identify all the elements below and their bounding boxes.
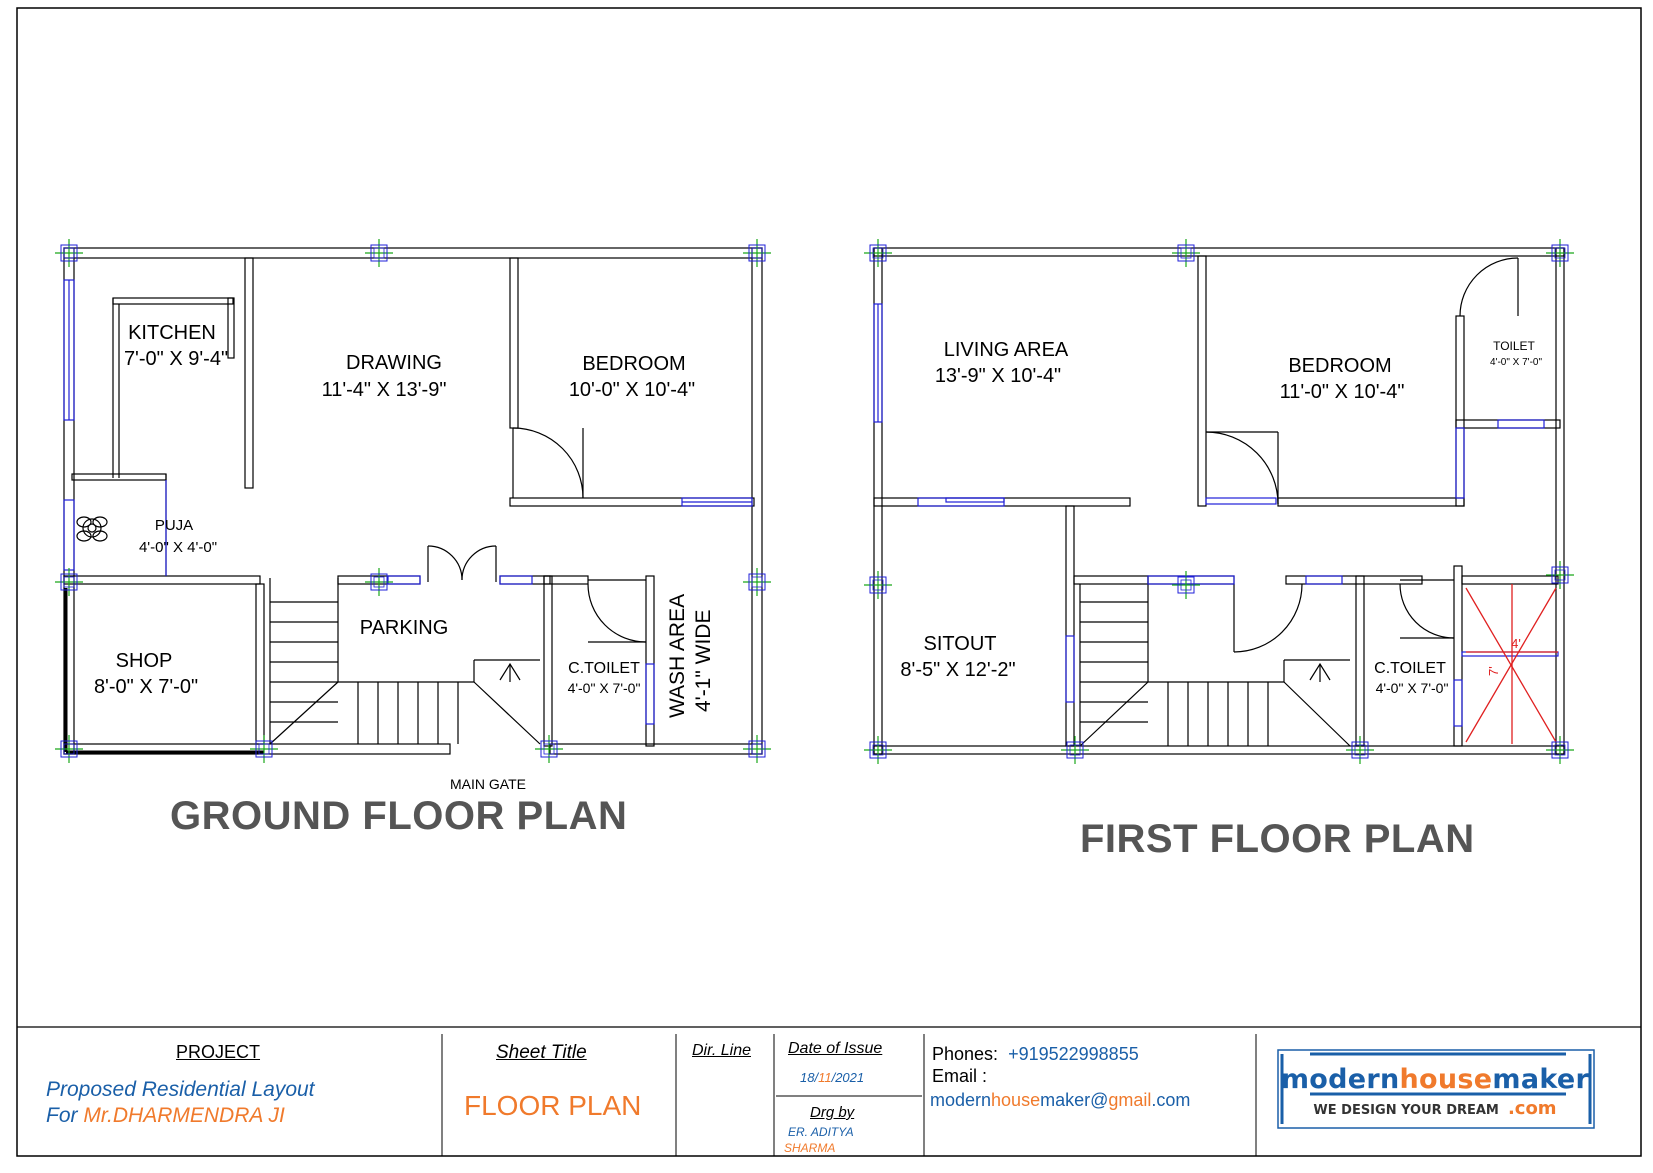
logo-part-2: house: [1399, 1064, 1493, 1095]
gf-puja-name: PUJA: [155, 517, 193, 534]
first-floor-cutout: [1465, 584, 1558, 744]
phones-row: Phones: +919522998855: [932, 1044, 1139, 1065]
dir-line-label: Dir. Line: [692, 1042, 751, 1059]
email-part-5: .com: [1151, 1090, 1191, 1110]
logo-tagline-row: WE DESIGN YOUR DREAM .com: [1275, 1098, 1595, 1119]
email-part-2: house: [991, 1090, 1041, 1110]
gf-main-gate: MAIN GATE: [450, 776, 526, 792]
gf-wash-name: WASH AREA: [666, 594, 689, 718]
sheet-border: [16, 7, 1642, 1157]
logo-tagline: WE DESIGN YOUR DREAM: [1313, 1103, 1499, 1118]
gf-bedroom-name: BEDROOM: [582, 353, 685, 375]
ff-sitout-size: 8'-5" X 12'-2": [900, 659, 1015, 681]
sheet-title-value: FLOOR PLAN: [464, 1090, 642, 1121]
gf-shop-size: 8'-0" X 7'-0": [94, 676, 198, 698]
gf-wash-size: 4'-1" WIDE: [692, 610, 715, 712]
ff-toilet-name: TOILET: [1493, 339, 1535, 353]
drg-by-name-part-1: ER. ADITYA: [788, 1125, 854, 1139]
logo-suffix: .com: [1507, 1098, 1557, 1119]
drg-by-label: Drg by: [810, 1104, 855, 1121]
gf-ctoilet-name: C.TOILET: [568, 660, 640, 677]
gf-ctoilet-size: 4'-0" X 7'-0": [568, 680, 641, 696]
gf-kitchen-name: KITCHEN: [128, 322, 216, 344]
logo-wordmark: modernhousemaker: [1275, 1064, 1595, 1095]
first-floor-plan: [873, 247, 1565, 755]
email-part-4: gmail: [1108, 1090, 1152, 1110]
first-floor-labels: LIVING AREA 13'-9" X 10'-4" BEDROOM 11'-…: [900, 339, 1542, 696]
sheet-title-label: Sheet Title: [496, 1042, 587, 1063]
ground-floor-labels: KITCHEN 7'-0" X 9'-4" DRAWING 11'-4" X 1…: [94, 322, 715, 792]
ff-bedroom-size: 11'-0" X 10'-4": [1280, 381, 1405, 403]
gf-drawing-name: DRAWING: [346, 352, 442, 374]
ff-ctoilet-size: 4'-0" X 7'-0": [1376, 680, 1449, 696]
phone-number[interactable]: +919522998855: [1008, 1044, 1139, 1064]
ff-bedroom-name: BEDROOM: [1288, 355, 1391, 377]
date-day: 18/: [800, 1070, 819, 1085]
first-floor-title: FIRST FLOOR PLAN: [1080, 817, 1475, 861]
drg-by-name-2: SHARMA: [784, 1141, 836, 1155]
gf-shop-name: SHOP: [116, 650, 173, 672]
first-floor-windows: [873, 303, 1559, 727]
project-for-prefix: For: [46, 1104, 84, 1127]
ff-sitout-name: SITOUT: [924, 633, 997, 655]
gf-puja-size: 4'-0" X 4'-0": [139, 539, 217, 556]
date-of-issue-value: 18/11/2021: [800, 1070, 864, 1085]
ff-toilet-size: 4'-0" X 7'-0": [1490, 357, 1543, 368]
gf-kitchen-size: 7'-0" X 9'-4": [124, 348, 228, 370]
ground-floor-windows: [63, 279, 753, 725]
gf-bedroom-size: 10'-0" X 10'-4": [569, 379, 695, 401]
ff-cutout-width: 4': [1511, 636, 1521, 651]
email-part-1: modern: [930, 1090, 992, 1110]
ff-living-size: 13'-9" X 10'-4": [935, 365, 1061, 387]
date-month: 11: [818, 1070, 832, 1085]
company-logo: modernhousemaker WE DESIGN YOUR DREAM .c…: [1275, 1048, 1595, 1130]
gf-parking-name: PARKING: [360, 617, 449, 639]
ff-living-name: LIVING AREA: [944, 339, 1069, 361]
phones-label: Phones:: [932, 1044, 999, 1064]
project-client: Mr.DHARMENDRA JI: [83, 1104, 285, 1127]
ground-floor-title: GROUND FLOOR PLAN: [170, 794, 628, 838]
logo-part-3: maker: [1492, 1064, 1590, 1095]
drg-by-name-1: ER. ADITYA: [788, 1125, 854, 1139]
date-of-issue-label: Date of Issue: [788, 1040, 883, 1057]
gf-drawing-size: 11'-4" X 13'-9": [322, 379, 447, 401]
ff-cutout-height: 7': [1486, 666, 1501, 676]
email-label: Email :: [932, 1066, 988, 1086]
email-part-3: maker@: [1040, 1090, 1109, 1110]
project-label: PROJECT: [176, 1042, 261, 1062]
date-year: /2021: [831, 1070, 865, 1085]
logo-part-1: modern: [1280, 1064, 1400, 1095]
ff-ctoilet-name: C.TOILET: [1374, 660, 1446, 677]
project-line-2: For Mr.DHARMENDRA JI: [46, 1104, 285, 1128]
project-line-1: Proposed Residential Layout: [46, 1078, 315, 1101]
email-address[interactable]: modernhousemaker@gmail.com: [930, 1090, 1190, 1111]
